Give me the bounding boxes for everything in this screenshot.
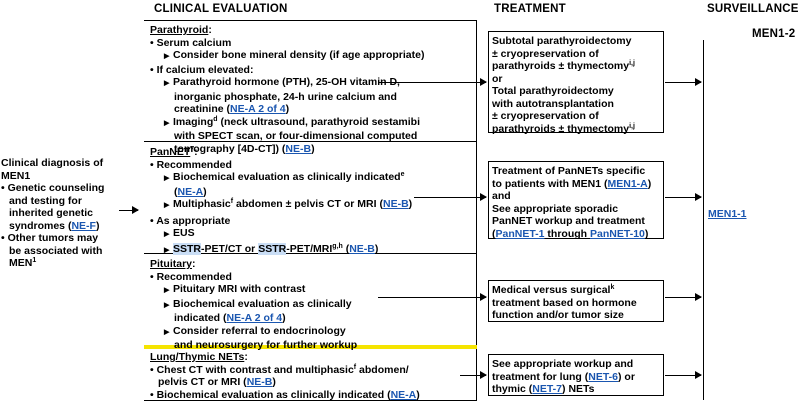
link-ne-a[interactable]: NE-A xyxy=(177,185,204,198)
divider-parathyroid-pannet xyxy=(144,141,477,142)
header-surveillance: SURVEILLANCE xyxy=(707,3,799,15)
parathyroid-section: Parathyroid: • Serum calcium ▶Consider b… xyxy=(150,24,425,155)
link-ne-a-2-of-4[interactable]: NE-A 2 of 4 xyxy=(230,103,286,115)
arrow-diagnosis-to-evaluation xyxy=(119,206,139,214)
lung-treatment-box: See appropriate workup and treatment for… xyxy=(488,354,664,396)
arrow-lung-tx-to-surveillance xyxy=(665,371,702,379)
clinical-evaluation-box xyxy=(144,20,477,401)
parathyroid-title: Parathyroid xyxy=(150,24,209,36)
page-code: MEN1-2 xyxy=(752,28,796,40)
pituitary-title: Pituitary xyxy=(150,258,193,270)
link-net-7[interactable]: NET-7 xyxy=(532,383,563,395)
arrow-pannet-tx-to-surveillance xyxy=(665,193,702,201)
triangle-bullet-icon: ▶ xyxy=(164,175,170,182)
arrow-parathyroid-tx-to-surveillance xyxy=(665,78,702,86)
triangle-bullet-icon: ▶ xyxy=(164,287,170,294)
surveillance-bracket xyxy=(703,40,704,400)
link-men1-1[interactable]: MEN1-1 xyxy=(708,208,747,220)
header-clinical-evaluation: CLINICAL EVALUATION xyxy=(154,3,288,15)
triangle-bullet-icon: ▶ xyxy=(164,246,170,254)
arrow-pannet-to-treatment xyxy=(414,193,487,201)
link-net-6[interactable]: NET-6 xyxy=(588,370,619,383)
triangle-bullet-icon: ▶ xyxy=(164,231,170,238)
link-ne-a[interactable]: NE-A xyxy=(390,388,417,401)
triangle-bullet-icon: ▶ xyxy=(164,301,170,309)
link-ne-b[interactable]: NE-B xyxy=(382,198,409,210)
pannet-treatment-box: Treatment of PanNETs specific to patient… xyxy=(488,161,664,240)
arrow-lung-to-treatment xyxy=(460,371,487,379)
triangle-bullet-icon: ▶ xyxy=(164,328,170,336)
triangle-bullet-icon: ▶ xyxy=(164,53,170,60)
link-men1-a[interactable]: MEN1-A xyxy=(607,177,648,190)
parathyroid-treatment-box: Subtotal parathyroidectomy ± cryopreserv… xyxy=(488,31,664,135)
arrow-pituitary-to-treatment xyxy=(378,293,487,301)
clinical-diagnosis-text: Clinical diagnosis of MEN1 • Genetic cou… xyxy=(1,157,105,269)
link-ne-b[interactable]: NE-B xyxy=(285,142,312,155)
link-pannet-1[interactable]: PanNET-1 xyxy=(495,227,545,240)
triangle-bullet-icon: ▶ xyxy=(164,202,170,209)
arrow-parathyroid-to-treatment xyxy=(378,78,487,86)
link-ne-b[interactable]: NE-B xyxy=(349,242,375,255)
triangle-bullet-icon: ▶ xyxy=(164,119,170,127)
divider-highlight-lung xyxy=(144,345,477,349)
pannet-title: PanNET xyxy=(150,146,191,158)
link-ne-a-2-of-4[interactable]: NE-A 2 of 4 xyxy=(226,312,283,324)
link-pannet-10[interactable]: PanNET-10 xyxy=(590,227,645,240)
lung-thymic-section: Lung/Thymic NETs: • Chest CT with contra… xyxy=(150,351,420,401)
arrow-pituitary-tx-to-surveillance xyxy=(665,293,702,301)
triangle-bullet-icon: ▶ xyxy=(164,80,170,87)
divider-pannet-pituitary xyxy=(144,253,477,254)
link-ne-f[interactable]: NE-F xyxy=(71,219,96,232)
pannet-section: PanNET7: • Recommended ▶Biochemical eval… xyxy=(150,146,412,257)
pituitary-treatment-box: Medical versus surgicalk treatment based… xyxy=(488,280,664,322)
header-treatment: TREATMENT xyxy=(494,3,566,15)
link-ne-b[interactable]: NE-B xyxy=(246,376,273,388)
lung-thymic-title: Lung/Thymic NETs xyxy=(150,351,245,363)
pituitary-section: Pituitary: • Recommended ▶Pituitary MRI … xyxy=(150,258,358,351)
